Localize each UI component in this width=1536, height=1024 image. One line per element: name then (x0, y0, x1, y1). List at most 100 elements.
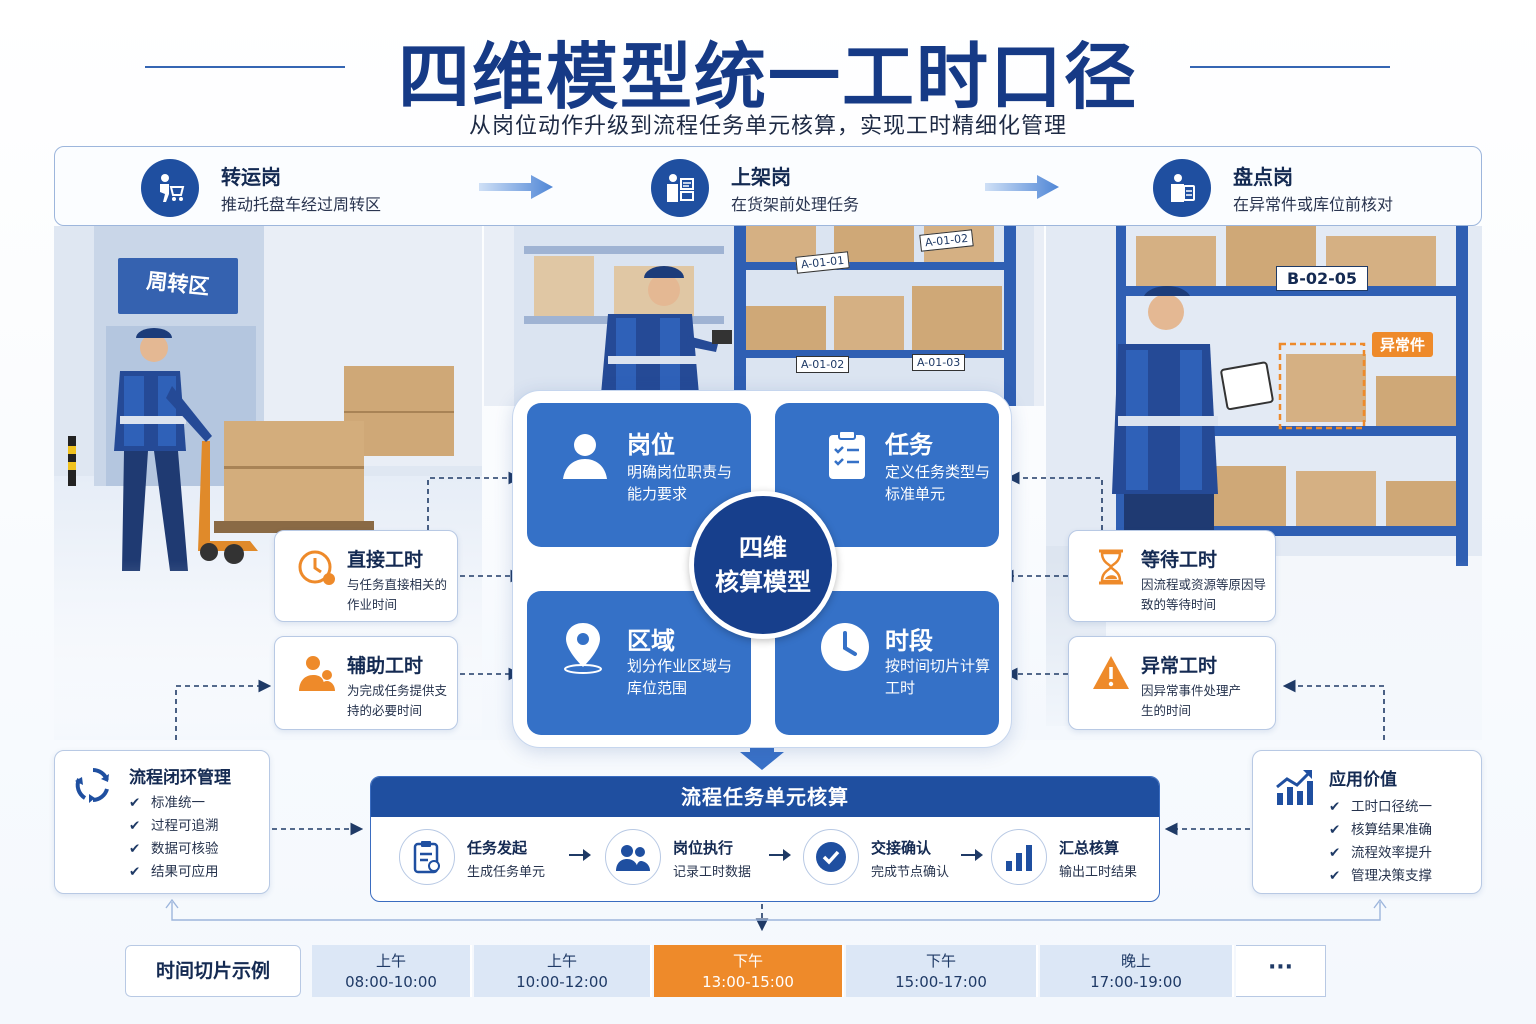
quad-desc: 划分作业区域与库位范围 (627, 657, 733, 697)
station-desc: 在异常件或库位前核对 (1233, 195, 1394, 214)
checklist-icon (829, 430, 865, 479)
flow-arrow-icon (479, 175, 553, 199)
process-step-title: 交接确认 (871, 839, 932, 857)
time-card-direct: 直接工时 与任务直接相关的作业时间 (274, 530, 458, 622)
quad-title: 区域 (627, 627, 675, 655)
shelf-label: A-01-02 (796, 356, 850, 373)
page-subtitle: 从岗位动作升级到流程任务单元核算，实现工时精细化管理 (468, 114, 1067, 139)
quad-desc: 明确岗位职责与能力要求 (627, 463, 733, 503)
hourglass-icon (1099, 549, 1123, 585)
loop-box-title: 流程闭环管理 (129, 768, 231, 788)
station-title: 上架岗 (731, 165, 791, 189)
cycle-icon (75, 768, 109, 803)
time-card-title: 异常工时 (1141, 655, 1218, 677)
value-item: ✔流程效率提升 (1329, 845, 1432, 861)
support-people-icon (299, 656, 335, 691)
process-panel: 流程任务单元核算 任务发起 生成任务单元 岗位执行 记录工时数据 交接确认 完成… (370, 776, 1160, 902)
value-item: ✔工时口径统一 (1329, 799, 1432, 815)
shelf-label: A-01-03 (912, 354, 966, 371)
process-step-title: 任务发起 (467, 839, 528, 857)
application-value-box: 应用价值 ✔工时口径统一 ✔核算结果准确 ✔流程效率提升 ✔管理决策支撑 (1252, 750, 1482, 894)
process-title: 流程任务单元核算 (371, 777, 1159, 817)
time-card-exception: 异常工时 因异常事件处理产生的时间 (1068, 636, 1276, 730)
check-icon: ✔ (1329, 822, 1341, 838)
quad-area: 区域 划分作业区域与库位范围 (527, 591, 751, 735)
check-icon: ✔ (1329, 845, 1341, 861)
station-desc: 推动托盘车经过周转区 (221, 195, 382, 214)
task-doc-icon (399, 829, 455, 885)
model-center-line1: 四维 (739, 534, 787, 562)
time-card-title: 等待工时 (1141, 549, 1218, 571)
time-card-auxiliary: 辅助工时 为完成任务提供支持的必要时间 (274, 636, 458, 730)
time-card-title: 直接工时 (347, 549, 424, 571)
check-icon: ✔ (129, 795, 141, 811)
title-left-line (145, 66, 345, 68)
four-dimension-model: 岗位 明确岗位职责与能力要求 任务 定义任务类型与标准单元 区域 划分作业区域与… (512, 390, 1012, 748)
value-item: ✔管理决策支撑 (1329, 868, 1432, 884)
check-icon: ✔ (1329, 799, 1341, 815)
time-card-title: 辅助工时 (347, 655, 424, 677)
loop-management-box: 流程闭环管理 ✔标准统一 ✔过程可追溯 ✔数据可核验 ✔结果可应用 (54, 750, 270, 894)
loop-item: ✔过程可追溯 (129, 818, 219, 834)
time-card-desc: 因异常事件处理产生的时间 (1141, 683, 1242, 718)
page-title: 四维模型统一工时口径 (397, 35, 1138, 119)
quad-desc: 定义任务类型与标准单元 (885, 463, 991, 503)
check-icon: ✔ (129, 841, 141, 857)
loop-item: ✔数据可核验 (129, 841, 219, 857)
quad-title: 任务 (885, 431, 933, 459)
shelf-label: B-02-05 (1276, 266, 1369, 291)
person-icon (563, 434, 607, 479)
check-icon: ✔ (129, 818, 141, 834)
process-step-title: 汇总核算 (1059, 839, 1120, 857)
quad-title: 时段 (885, 627, 933, 655)
exception-tag: 异常件 (1372, 332, 1434, 357)
value-item: ✔核算结果准确 (1329, 822, 1432, 838)
scanner-worker-icon (651, 159, 709, 217)
step-arrow-icon (569, 849, 591, 861)
station-title: 转运岗 (221, 165, 281, 189)
station-title: 盘点岗 (1233, 165, 1293, 189)
quad-title: 岗位 (627, 431, 675, 459)
clock-icon (821, 623, 869, 671)
team-icon (605, 829, 661, 885)
time-card-desc: 为完成任务提供支持的必要时间 (347, 683, 448, 718)
process-step-desc: 输出工时结果 (1059, 865, 1138, 880)
photo-shelving: A-01-01 A-01-02 A-01-02 A-01-03 (484, 226, 1044, 406)
value-box-title: 应用价值 (1329, 770, 1397, 790)
check-icon: ✔ (1329, 868, 1341, 884)
station-bar: 转运岗 推动托盘车经过周转区 上架岗 在货架前处理任务 盘点岗 在异常件或库位前… (54, 146, 1482, 226)
trend-chart-icon (1276, 769, 1313, 805)
quad-desc: 按时间切片计算工时 (885, 657, 991, 697)
station-desc: 在货架前处理任务 (731, 195, 860, 214)
time-slice-label: 时间切片示例 (125, 945, 301, 997)
time-card-waiting: 等待工时 因流程或资源等原因导致的等待时间 (1068, 530, 1276, 622)
step-arrow-icon (961, 849, 983, 861)
quad-timeslot: 时段 按时间切片计算工时 (775, 591, 999, 735)
warning-icon (1093, 656, 1129, 689)
quad-task: 任务 定义任务类型与标准单元 (775, 403, 999, 547)
process-step-desc: 生成任务单元 (467, 865, 546, 880)
cart-worker-icon (141, 159, 199, 217)
process-step-desc: 记录工时数据 (673, 865, 752, 880)
check-icon: ✔ (129, 864, 141, 880)
time-card-desc: 与任务直接相关的作业时间 (347, 577, 448, 612)
clock-alert-icon (298, 550, 335, 585)
step-arrow-icon (769, 849, 791, 861)
process-step-desc: 完成节点确认 (871, 865, 950, 880)
bar-chart-icon (991, 829, 1047, 885)
title-right-line (1190, 66, 1390, 68)
loop-item: ✔结果可应用 (129, 864, 219, 880)
process-step-title: 岗位执行 (673, 839, 734, 857)
model-center-line2: 核算模型 (715, 568, 811, 596)
loop-item: ✔标准统一 (129, 795, 205, 811)
time-card-desc: 因流程或资源等原因导致的等待时间 (1141, 577, 1267, 612)
check-circle-icon (803, 829, 859, 885)
location-pin-icon (564, 623, 602, 674)
clipboard-worker-icon (1153, 159, 1211, 217)
